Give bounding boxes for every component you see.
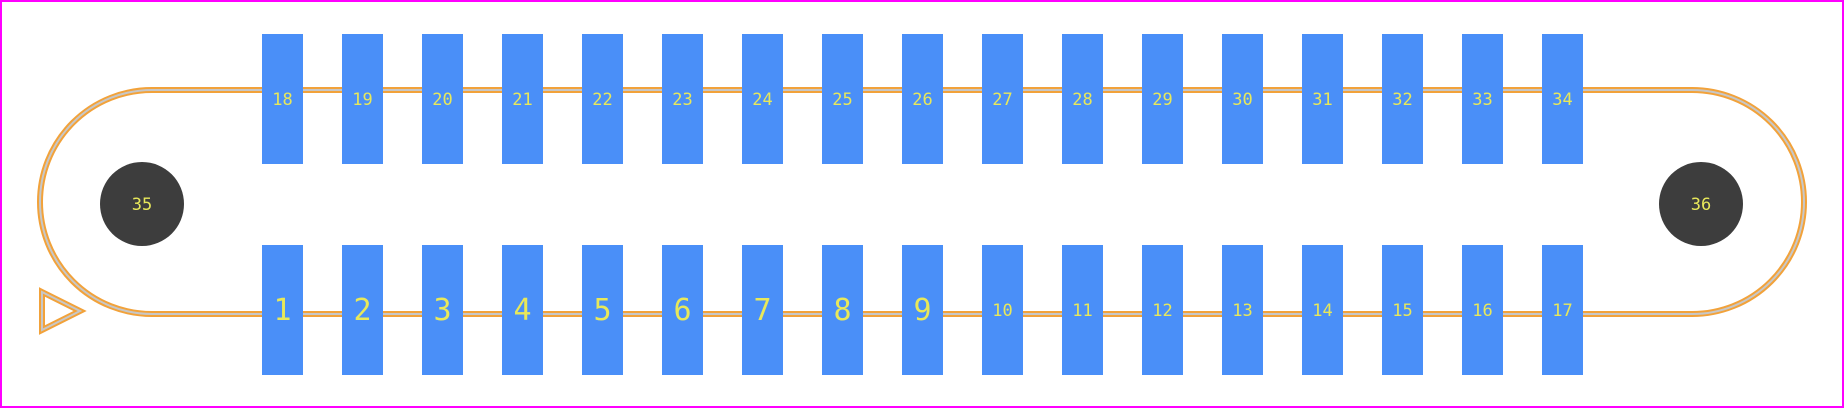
top-pad-30: 30 [1222,34,1263,164]
bottom-pad-8: 8 [822,245,863,375]
top-pad-label: 29 [1152,90,1172,110]
bottom-pad-6: 6 [662,245,703,375]
top-pad-25: 25 [822,34,863,164]
bottom-pad-label: 1 [273,293,291,328]
bottom-pad-11: 11 [1062,245,1103,375]
bottom-pad-label: 6 [673,293,691,328]
bottom-pad-label: 4 [513,293,531,328]
top-pad-label: 24 [752,90,772,110]
top-pad-label: 28 [1072,90,1092,110]
top-pad-27: 27 [982,34,1023,164]
bottom-pad-label: 15 [1392,301,1412,321]
bottom-pad-label: 10 [992,301,1012,321]
bottom-pad-17: 17 [1542,245,1583,375]
top-pad-label: 34 [1552,90,1572,110]
top-pad-19: 19 [342,34,383,164]
bottom-pad-label: 7 [753,293,771,328]
top-pad-label: 33 [1472,90,1492,110]
top-pad-29: 29 [1142,34,1183,164]
bottom-pad-7: 7 [742,245,783,375]
bottom-pad-10: 10 [982,245,1023,375]
top-pad-label: 21 [512,90,532,110]
component-outline [37,87,1807,317]
top-pad-label: 22 [592,90,612,110]
mount-hole-right: 36 [1659,162,1743,246]
bottom-pad-3: 3 [422,245,463,375]
top-pad-label: 19 [352,90,372,110]
top-pad-32: 32 [1382,34,1423,164]
bottom-pad-4: 4 [502,245,543,375]
bottom-pad-15: 15 [1382,245,1423,375]
top-pad-label: 27 [992,90,1012,110]
top-pad-label: 31 [1312,90,1332,110]
top-pad-label: 20 [432,90,452,110]
mount-hole-left: 35 [100,162,184,246]
bottom-pad-14: 14 [1302,245,1343,375]
bottom-pad-label: 12 [1152,301,1172,321]
bottom-pad-16: 16 [1462,245,1503,375]
bottom-pad-label: 13 [1232,301,1252,321]
top-pad-24: 24 [742,34,783,164]
top-pad-22: 22 [582,34,623,164]
top-pad-21: 21 [502,34,543,164]
top-pad-20: 20 [422,34,463,164]
top-pad-row: 18 19 20 21 22 23 24 25 26 27 28 29 30 31 32 33 34 [262,34,1583,164]
bottom-pad-2: 2 [342,245,383,375]
bottom-pad-5: 5 [582,245,623,375]
top-pad-28: 28 [1062,34,1103,164]
bottom-pad-label: 3 [433,293,451,328]
bottom-pad-label: 5 [593,293,611,328]
top-pad-23: 23 [662,34,703,164]
bottom-pad-label: 14 [1312,301,1332,321]
bottom-pad-label: 16 [1472,301,1492,321]
top-pad-label: 18 [272,90,292,110]
pin1-marker-icon [39,287,87,335]
mount-hole-left-label: 35 [132,195,152,215]
bottom-pad-1: 1 [262,245,303,375]
top-pad-label: 26 [912,90,932,110]
top-pad-34: 34 [1542,34,1583,164]
bottom-pad-label: 8 [833,293,851,328]
top-pad-label: 30 [1232,90,1252,110]
top-pad-26: 26 [902,34,943,164]
bottom-pad-label: 17 [1552,301,1572,321]
top-pad-31: 31 [1302,34,1343,164]
top-pad-18: 18 [262,34,303,164]
bottom-pad-12: 12 [1142,245,1183,375]
top-pad-label: 32 [1392,90,1412,110]
bottom-pad-label: 9 [913,293,931,328]
top-pad-label: 25 [832,90,852,110]
bottom-pad-label: 11 [1072,301,1092,321]
top-pad-label: 23 [672,90,692,110]
bottom-pad-9: 9 [902,245,943,375]
mount-hole-right-label: 36 [1691,195,1711,215]
top-pad-33: 33 [1462,34,1503,164]
bottom-pad-13: 13 [1222,245,1263,375]
bottom-pad-label: 2 [353,293,371,328]
